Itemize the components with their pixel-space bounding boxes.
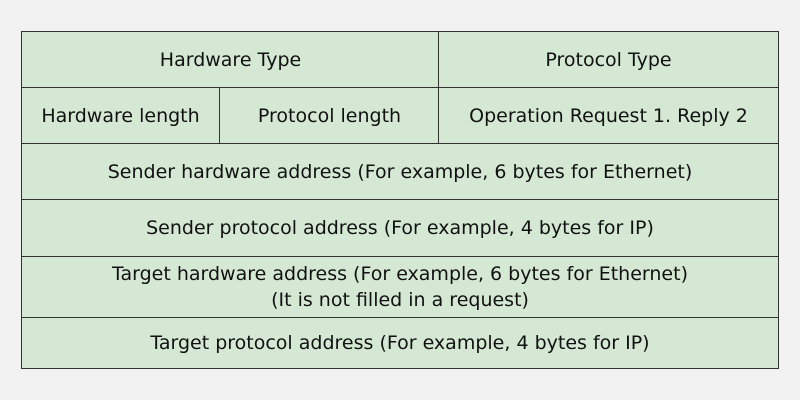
target-protocol-address-field: Target protocol address (For example, 4 … [21, 317, 779, 369]
sender-hardware-address-field: Sender hardware address (For example, 6 … [21, 143, 779, 200]
field-label: Hardware length [41, 104, 200, 127]
field-label: Sender hardware address (For example, 6 … [107, 160, 693, 183]
field-label: Protocol Type [545, 48, 672, 71]
protocol-type-field: Protocol Type [438, 31, 779, 88]
target-hardware-address-field: Target hardware address (For example, 6 … [21, 256, 779, 318]
field-note: (It is not filled in a request) [271, 289, 529, 311]
sender-protocol-address-field: Sender protocol address (For example, 4 … [21, 199, 779, 257]
field-label: Sender protocol address (For example, 4 … [146, 217, 654, 239]
field-label: Protocol length [257, 104, 402, 127]
field-label: Target hardware address (For example, 6 … [112, 263, 688, 285]
protocol-length-field: Protocol length [219, 87, 440, 144]
operation-field: Operation Request 1. Reply 2 [438, 87, 779, 144]
field-label: Target protocol address (For example, 4 … [150, 332, 650, 354]
hardware-length-field: Hardware length [21, 87, 220, 144]
field-label: Hardware Type [159, 48, 302, 71]
hardware-type-field: Hardware Type [21, 31, 440, 88]
field-label: Operation Request 1. Reply 2 [469, 104, 748, 127]
